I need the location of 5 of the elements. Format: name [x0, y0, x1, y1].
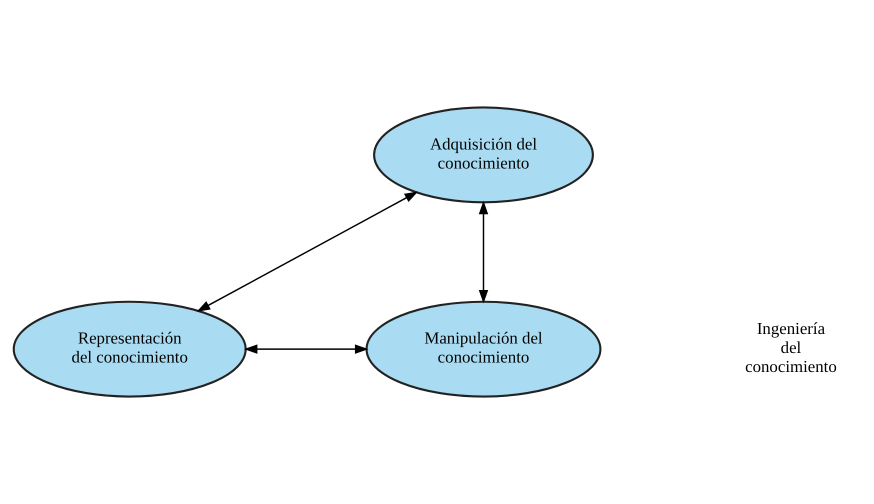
arrow [244, 344, 368, 354]
arrow [196, 191, 418, 312]
label: Ingeniería del conocimiento [745, 319, 837, 376]
arrow [478, 200, 488, 304]
node-ellipse: Manipulación del conocimiento [366, 300, 602, 398]
